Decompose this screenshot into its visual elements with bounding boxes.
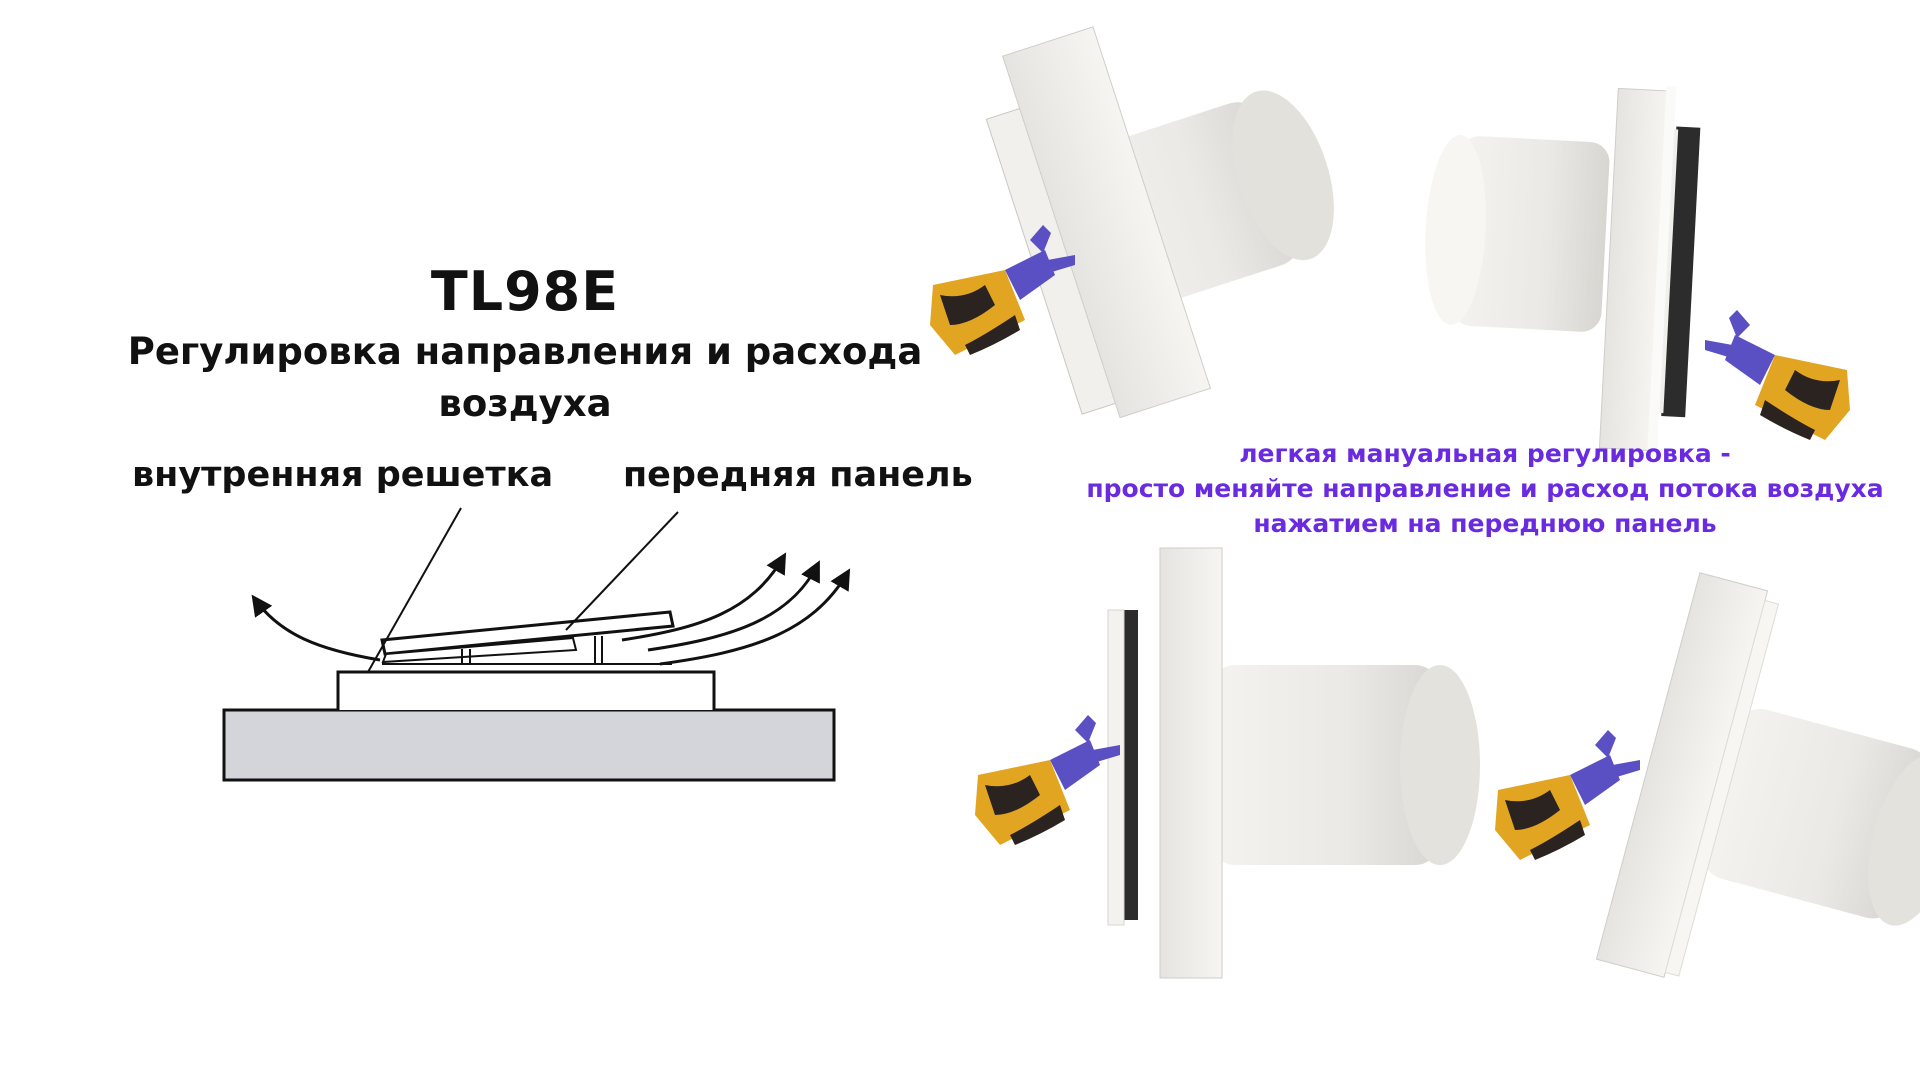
label-inner-grille: внутренняя решетка (132, 455, 554, 495)
label-front-panel: передняя панель (623, 455, 973, 495)
inner-grille (336, 670, 716, 710)
pointing-hand-icon (1495, 730, 1640, 860)
leader-inner (367, 507, 462, 673)
caption-line-3: нажатием на переднюю панель (1253, 509, 1717, 538)
fan-photo (1425, 85, 1701, 454)
caption-line-2: просто меняйте направление и расход пото… (1086, 474, 1884, 503)
diagram-heading: Регулировка направления и расхода воздух… (127, 330, 923, 425)
caption-line-1: легкая мануальная регулировка - (1239, 439, 1731, 468)
model-title: TL98E (430, 260, 620, 323)
adjustment-caption: легкая мануальная регулировка - просто м… (1050, 436, 1920, 541)
pointing-hand-icon (1705, 310, 1850, 440)
airflow-arrow-3 (659, 568, 851, 666)
airflow-arrow-1 (621, 552, 787, 642)
airflow-arrow-2 (647, 560, 820, 652)
pointing-hand-icon (930, 225, 1075, 355)
wall-block (222, 708, 836, 782)
pointing-hand-icon (975, 715, 1120, 845)
leader-front (565, 511, 679, 631)
fan-photo (1107, 547, 1480, 979)
fan-photo (1595, 572, 1920, 978)
airflow-arrow-left (251, 594, 381, 662)
